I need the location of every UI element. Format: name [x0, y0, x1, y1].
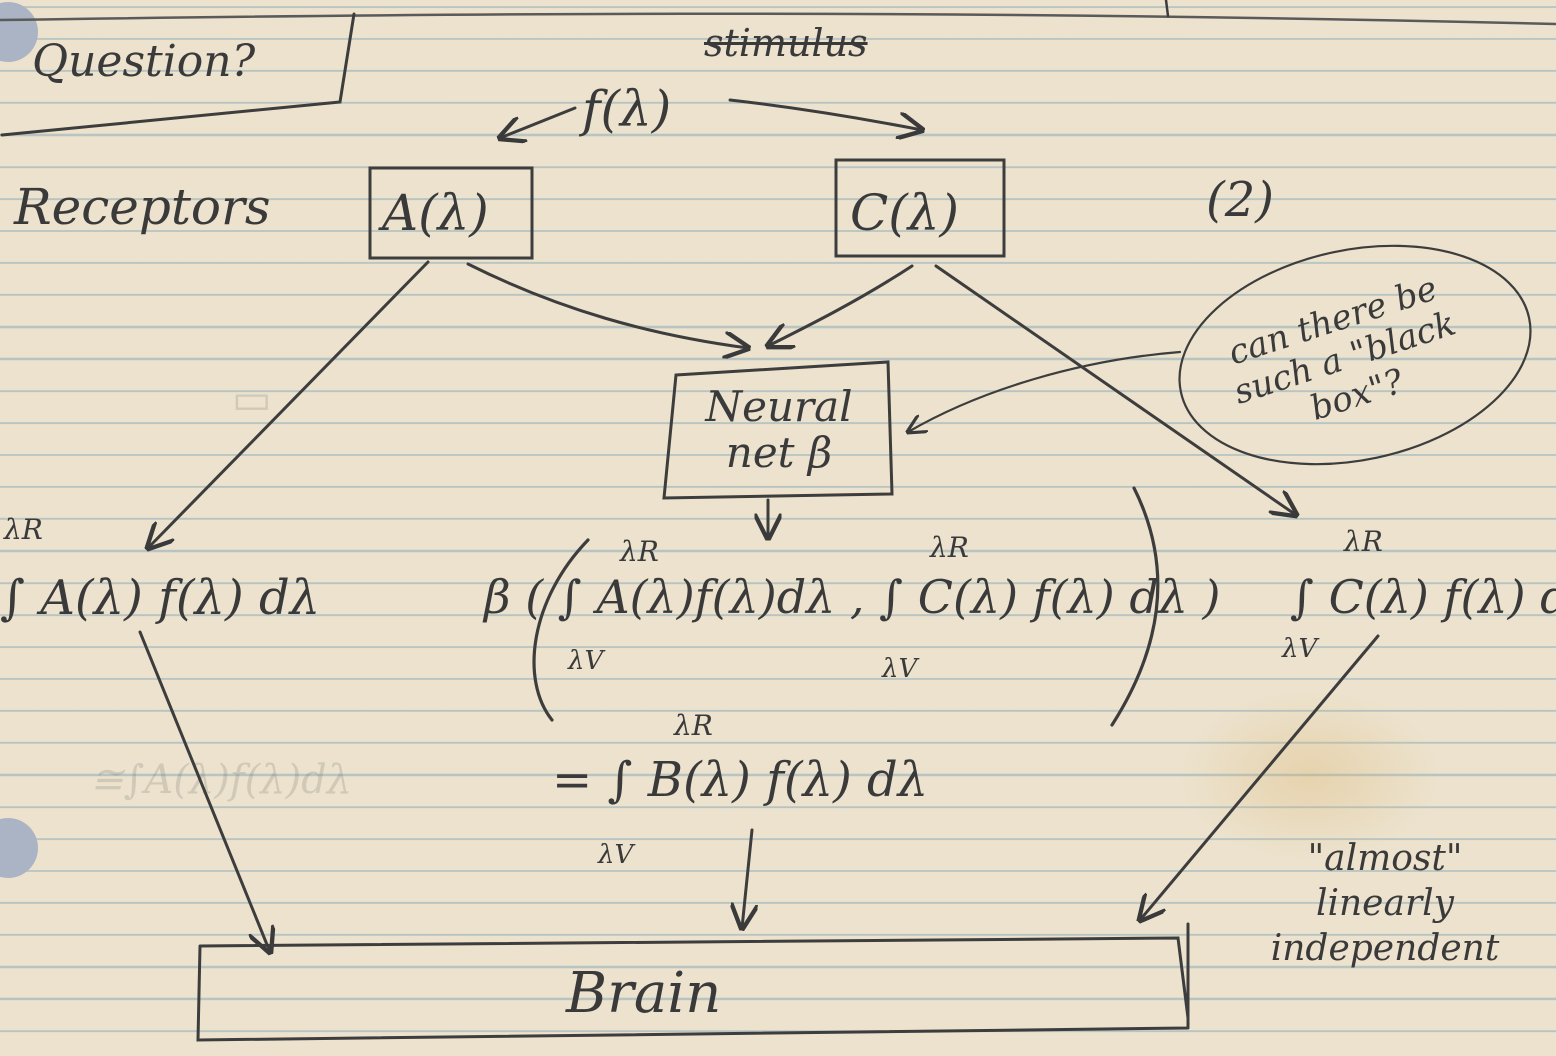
brain-box — [196, 922, 1190, 1042]
arrow-c-to-brain — [1140, 634, 1380, 920]
stimulus-label: stimulus — [704, 21, 868, 65]
neural-net-box — [662, 360, 894, 500]
linear-independence-note: "almost" linearly independent — [1270, 838, 1500, 969]
integral-c: ∫ C(λ) f(λ) dλ — [1290, 570, 1556, 624]
lower-limit-c: λV — [1282, 634, 1318, 664]
brain-label: Brain — [566, 961, 722, 1026]
arrow-a-to-net — [466, 262, 748, 348]
lower-limit-b: λV — [598, 840, 634, 870]
thought-bubble — [1178, 244, 1532, 466]
lower-limit-beta-c: λV — [882, 654, 918, 684]
arrow-c-down — [934, 264, 1296, 515]
receptor-c: C(λ) — [850, 184, 959, 242]
question-box — [0, 12, 356, 137]
erased-sketch: ▭ — [232, 374, 272, 423]
arrow-to-c — [728, 98, 922, 130]
top-rule — [0, 12, 1556, 26]
close-paren — [1110, 486, 1160, 727]
open-paren — [532, 538, 590, 722]
upper-limit-beta-c: λR — [930, 531, 969, 564]
receptor-a-box — [368, 166, 534, 260]
upper-limit-beta-a: λR — [620, 535, 659, 568]
arrow-to-a — [500, 106, 577, 138]
arrow-b-to-brain — [742, 828, 752, 928]
receptors-label: Receptors — [14, 178, 271, 236]
receptor-c-box — [834, 158, 1006, 258]
upper-limit-a: λR — [4, 513, 43, 546]
receptor-a: A(λ) — [382, 184, 489, 242]
integral-a: ∫ A(λ) f(λ) dλ — [0, 570, 321, 626]
question-label: Question? — [32, 36, 256, 87]
upper-limit-c: λR — [1344, 525, 1383, 558]
arrow-bubble-to-net — [908, 350, 1182, 432]
lower-limit-beta-a: λV — [568, 646, 604, 676]
beta-expression: β ( ∫ A(λ)f(λ)dλ , ∫ C(λ) f(λ) dλ ) — [484, 570, 1221, 624]
neural-net-label: Neural net β — [705, 382, 853, 478]
arrow-c-to-net — [768, 264, 914, 346]
upper-limit-b: λR — [674, 709, 713, 742]
page-number: (2) — [1206, 172, 1274, 228]
erased-integral: ≅∫A(λ)f(λ)dλ — [90, 757, 353, 803]
arrow-a-to-brain — [138, 630, 270, 952]
integral-b: = ∫ B(λ) f(λ) dλ — [552, 752, 929, 808]
stimulus-function: f(λ) — [582, 80, 672, 138]
arrow-a-down — [148, 260, 430, 548]
